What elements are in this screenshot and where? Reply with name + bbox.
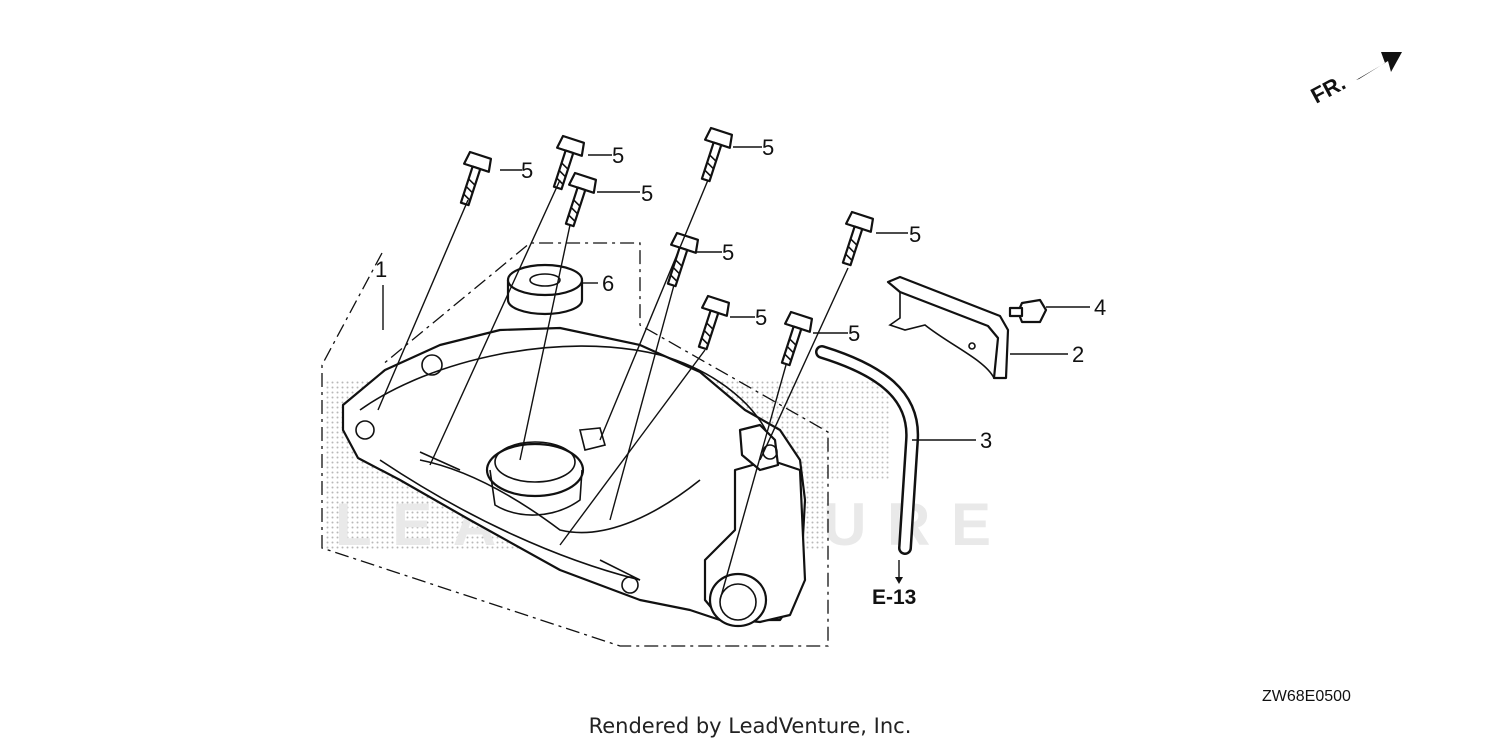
assembly-boundary	[321, 242, 829, 647]
crankcase-cover	[341, 326, 807, 628]
diagram-code: ZW68E0500	[1262, 688, 1351, 705]
callout-4: 4	[1094, 295, 1106, 320]
callout-2: 2	[1072, 342, 1084, 367]
front-direction-label: FR.	[1307, 70, 1350, 109]
front-direction-arrow-icon	[1356, 52, 1402, 80]
cross-reference-label: E-13	[872, 586, 916, 609]
callout-6: 6	[602, 271, 614, 296]
callout-5: 5	[909, 222, 921, 247]
callout-3: 3	[980, 428, 992, 453]
bolt-4	[1008, 298, 1048, 324]
footer-credit: Rendered by LeadVenture, Inc.	[588, 714, 912, 738]
callout-5: 5	[848, 321, 860, 346]
callout-5: 5	[612, 143, 624, 168]
flange-bolt	[459, 126, 875, 367]
oil-seal	[506, 263, 584, 316]
leader-lines	[377, 146, 1090, 601]
callout-5: 5	[755, 305, 767, 330]
callout-1: 1	[375, 257, 387, 282]
breather-tube	[815, 345, 920, 555]
callout-5: 5	[722, 240, 734, 265]
callout-5: 5	[521, 158, 533, 183]
callout-5: 5	[762, 135, 774, 160]
callout-5: 5	[641, 181, 653, 206]
cover-plate	[886, 275, 1010, 380]
